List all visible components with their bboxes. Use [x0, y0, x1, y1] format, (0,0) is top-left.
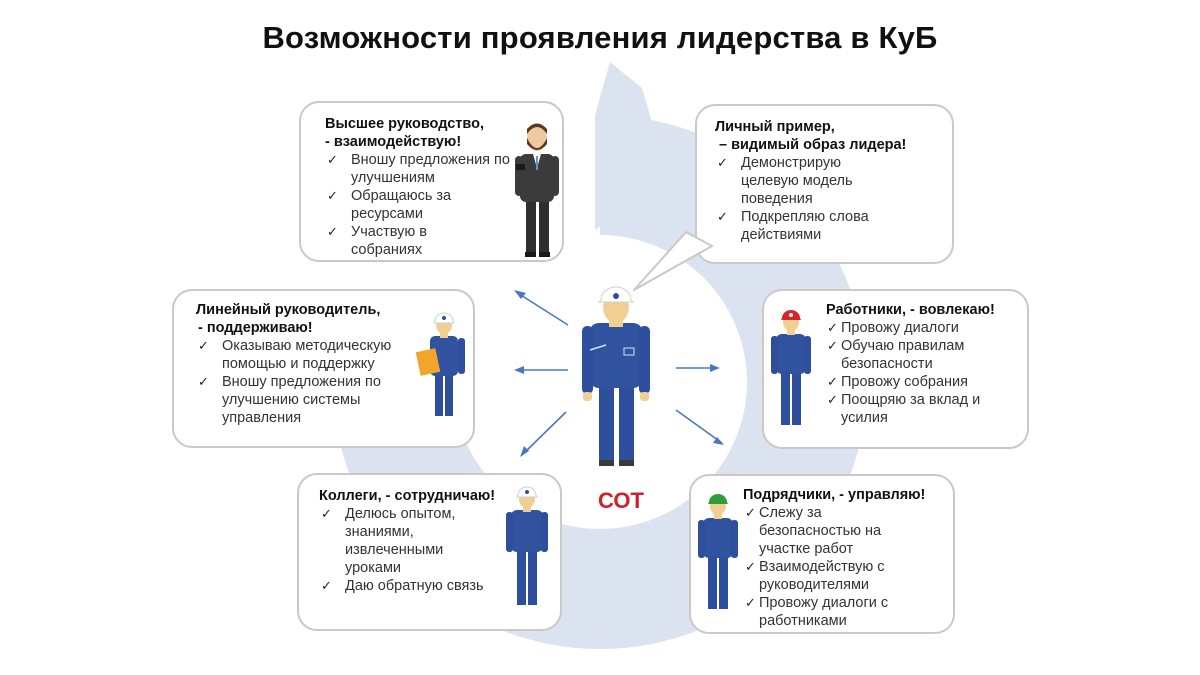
card-contractors: Подрядчики, - управляю! Слежу за безопас…: [689, 474, 955, 634]
card-heading-line-2: – видимый образ лидера!: [719, 137, 907, 153]
center-label: СОТ: [598, 488, 644, 513]
arrow-to-contractors: [675, 409, 723, 444]
list-item: Делюсь опытом, знаниями, извлеченными ур…: [319, 505, 473, 577]
card-workers: Работники, - вовлекаю! Провожу диалоги О…: [762, 289, 1029, 449]
arrow-to-colleagues: [521, 411, 567, 456]
card-list: Оказываю методическую помощью и поддержк…: [196, 337, 411, 427]
list-item: Провожу собрания: [825, 373, 1015, 391]
card-list: Слежу за безопасностью на участке работ …: [743, 504, 913, 630]
list-item: Обращаюсь за ресурсами: [325, 187, 515, 223]
list-item: Провожу диалоги: [825, 319, 1015, 337]
arrow-to-top-management: [515, 291, 569, 326]
arrowhead-top-management: [514, 290, 526, 299]
list-item: Провожу диалоги с работниками: [743, 594, 914, 630]
list-item: Участвую в собраниях: [325, 223, 461, 259]
cycle-ring-arrowhead: [595, 62, 668, 230]
card-heading-line-1: Личный пример,: [715, 119, 835, 135]
list-item: Демонстрирую целевую модель поведения: [715, 154, 881, 208]
card-heading-line-1: Высшее руководство,: [325, 116, 484, 132]
card-colleagues: Коллеги, - сотрудничаю! Делюсь опытом, з…: [297, 473, 562, 631]
card-top-management: Высшее руководство, - взаимодействую! Вн…: [299, 101, 564, 262]
card-list: Демонстрирую целевую модель поведения По…: [715, 154, 880, 244]
arrowhead-colleagues: [520, 446, 529, 457]
list-item: Вношу предложения по улучшениям: [325, 151, 515, 187]
arrowhead-workers: [710, 364, 720, 372]
card-heading-line-1: Коллеги, - сотрудничаю!: [319, 488, 496, 504]
list-item: Подкрепляю слова действиями: [715, 208, 880, 244]
card-list: Вношу предложения по улучшениям Обращаюс…: [325, 151, 515, 259]
list-item: Даю обратную связь: [319, 577, 484, 595]
card-heading-line-1: Подрядчики, - управляю!: [743, 487, 926, 503]
card-heading-line-2: - поддерживаю!: [198, 320, 313, 336]
arrowhead-line-manager: [514, 366, 524, 374]
list-item: Поощряю за вклад и усилия: [825, 391, 1001, 427]
card-heading-line-2: - взаимодействую!: [325, 134, 462, 150]
list-item: Обучаю правилам безопасности: [825, 337, 981, 373]
arrowhead-contractors: [713, 437, 724, 445]
page-title: Возможности проявления лидерства в КуБ: [262, 20, 938, 55]
card-list: Провожу диалоги Обучаю правилам безопасн…: [825, 319, 1015, 427]
list-item: Взаимодействую с руководителями: [743, 558, 909, 594]
card-heading-line-1: Линейный руководитель,: [196, 302, 381, 318]
card-line-manager: Линейный руководитель, - поддерживаю! Ок…: [172, 289, 475, 448]
card-personal-example: Личный пример, – видимый образ лидера! Д…: [695, 104, 954, 264]
list-item: Вношу предложения по улучшению системы у…: [196, 373, 411, 427]
list-item: Оказываю методическую помощью и поддержк…: [196, 337, 411, 373]
card-heading-line-1: Работники, - вовлекаю!: [826, 302, 995, 318]
card-list: Делюсь опытом, знаниями, извлеченными ур…: [319, 505, 484, 595]
list-item: Слежу за безопасностью на участке работ: [743, 504, 909, 558]
center-worker-figure: [582, 286, 650, 466]
